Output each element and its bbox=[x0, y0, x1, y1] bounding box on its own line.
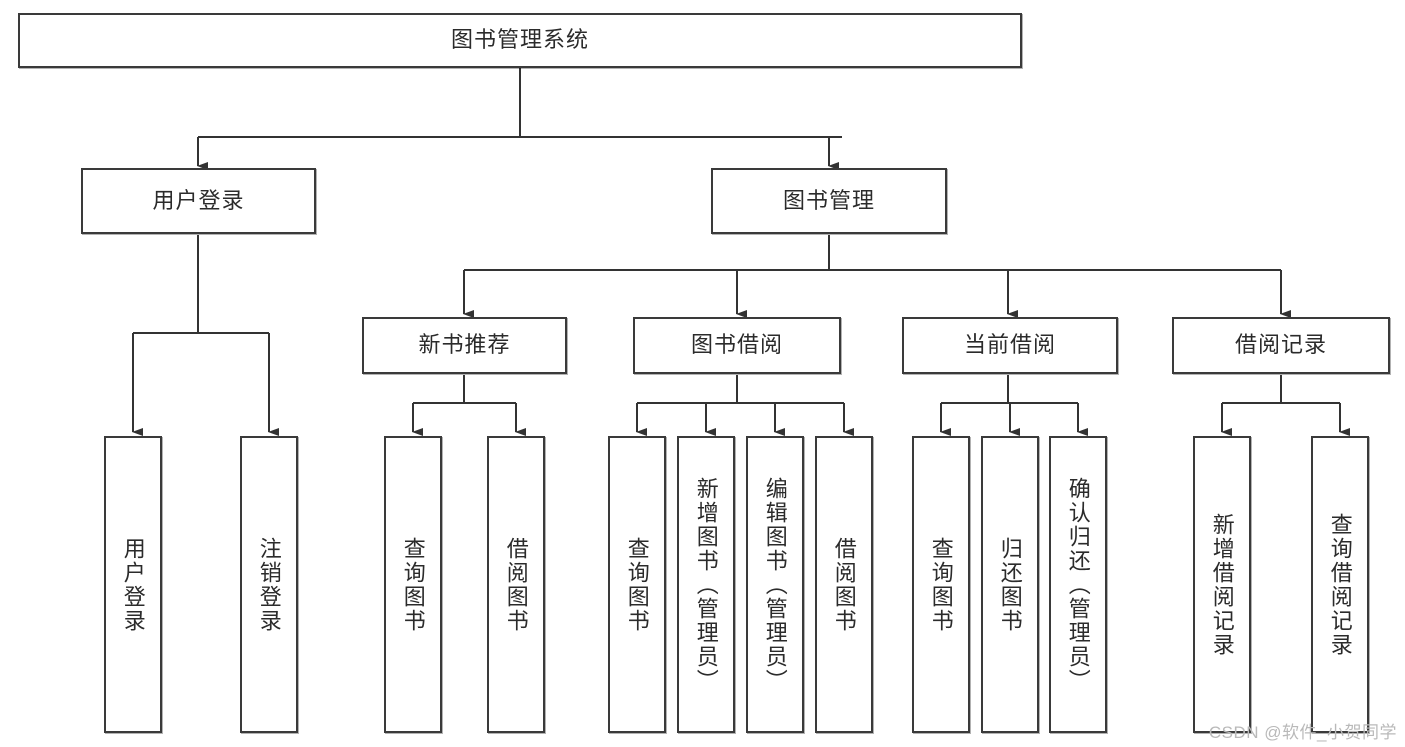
node-new-book-rec-label: 新书推荐 bbox=[418, 332, 511, 358]
node-leaf-query-book-2-label: 查询图书 bbox=[624, 536, 650, 633]
node-leaf-query-record[interactable]: 查询借阅记录 bbox=[1311, 436, 1369, 733]
node-leaf-user-logout[interactable]: 注销登录 bbox=[240, 436, 298, 733]
node-leaf-query-record-label: 查询借阅记录 bbox=[1327, 512, 1353, 657]
node-leaf-query-book-1[interactable]: 查询图书 bbox=[384, 436, 442, 733]
node-book-borrow[interactable]: 图书借阅 bbox=[633, 317, 841, 374]
node-leaf-query-book-3[interactable]: 查询图书 bbox=[912, 436, 970, 733]
node-leaf-query-book-1-label: 查询图书 bbox=[400, 536, 426, 633]
node-leaf-query-book-2[interactable]: 查询图书 bbox=[608, 436, 666, 733]
node-leaf-return-book[interactable]: 归还图书 bbox=[981, 436, 1039, 733]
node-leaf-borrow-book-1[interactable]: 借阅图书 bbox=[487, 436, 545, 733]
node-current-borrow[interactable]: 当前借阅 bbox=[902, 317, 1118, 374]
node-leaf-add-book[interactable]: 新增图书（管理员） bbox=[677, 436, 735, 733]
node-leaf-user-login[interactable]: 用户登录 bbox=[104, 436, 162, 733]
node-current-borrow-label: 当前借阅 bbox=[963, 332, 1056, 358]
node-leaf-add-book-label: 新增图书（管理员） bbox=[693, 476, 719, 693]
node-leaf-user-login-label: 用户登录 bbox=[120, 536, 146, 633]
node-user-login[interactable]: 用户登录 bbox=[81, 168, 316, 234]
node-new-book-rec[interactable]: 新书推荐 bbox=[362, 317, 567, 374]
node-leaf-edit-book[interactable]: 编辑图书（管理员） bbox=[746, 436, 804, 733]
node-leaf-add-record-label: 新增借阅记录 bbox=[1209, 512, 1235, 657]
node-borrow-record-label: 借阅记录 bbox=[1234, 332, 1327, 358]
node-user-login-label: 用户登录 bbox=[152, 187, 245, 213]
node-root[interactable]: 图书管理系统 bbox=[18, 13, 1022, 68]
node-leaf-confirm-return[interactable]: 确认归还（管理员） bbox=[1049, 436, 1107, 733]
node-leaf-borrow-book-2[interactable]: 借阅图书 bbox=[815, 436, 873, 733]
node-leaf-return-book-label: 归还图书 bbox=[997, 536, 1023, 633]
node-leaf-user-logout-label: 注销登录 bbox=[256, 536, 282, 633]
node-book-manage[interactable]: 图书管理 bbox=[711, 168, 947, 234]
node-leaf-query-book-3-label: 查询图书 bbox=[928, 536, 954, 633]
node-leaf-edit-book-label: 编辑图书（管理员） bbox=[762, 476, 788, 693]
node-book-manage-label: 图书管理 bbox=[782, 187, 875, 213]
node-leaf-borrow-book-1-label: 借阅图书 bbox=[503, 536, 529, 633]
node-root-label: 图书管理系统 bbox=[450, 27, 589, 53]
node-leaf-confirm-return-label: 确认归还（管理员） bbox=[1065, 476, 1091, 693]
node-leaf-add-record[interactable]: 新增借阅记录 bbox=[1193, 436, 1251, 733]
node-book-borrow-label: 图书借阅 bbox=[690, 332, 783, 358]
node-borrow-record[interactable]: 借阅记录 bbox=[1172, 317, 1390, 374]
node-leaf-borrow-book-2-label: 借阅图书 bbox=[831, 536, 857, 633]
